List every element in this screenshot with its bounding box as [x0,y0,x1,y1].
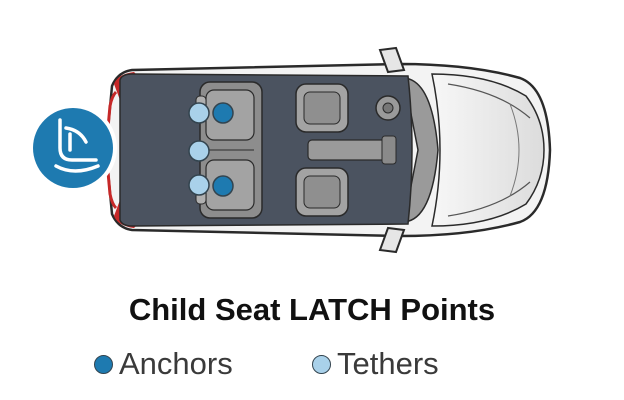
diagram-title: Child Seat LATCH Points [128,292,496,327]
front-seat-bottom [295,167,349,217]
rear-seat [195,81,263,219]
vehicle-diagram [29,46,552,254]
anchor-legend-label: Anchors [119,346,233,381]
legend-anchors: Anchors [94,346,233,382]
legend-tethers: Tethers [312,346,439,382]
anchor-legend-dot [94,354,113,374]
steering-wheel [375,95,401,121]
anchor-point [212,102,234,124]
front-seat-top [295,83,349,133]
side-mirror-bottom [378,226,406,254]
tether-legend-label: Tethers [337,346,439,381]
tether-point [188,140,210,162]
child-seat-icon [54,118,100,173]
windshield [403,77,439,223]
child-seat-badge [29,104,117,192]
tether-point [188,174,210,196]
anchor-point [212,175,234,197]
side-mirror-top [378,46,406,74]
tether-legend-dot [312,354,331,374]
tether-point [188,102,210,124]
car-hood [431,73,545,227]
center-console [307,139,393,161]
